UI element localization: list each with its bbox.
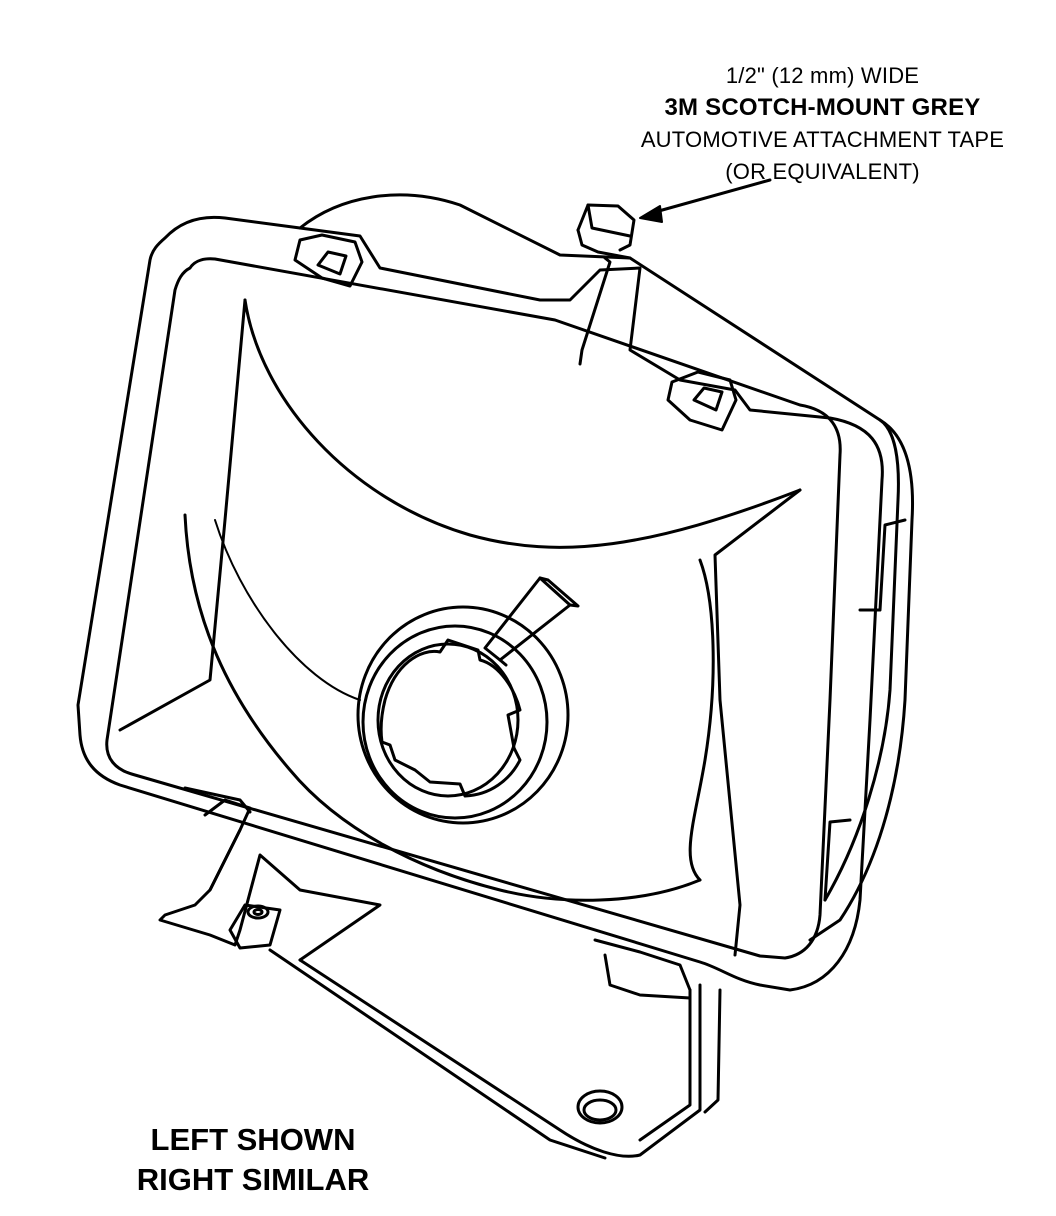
top-mount-tabs	[293, 233, 738, 432]
callout-description: AUTOMOTIVE ATTACHMENT TAPE	[640, 127, 1005, 152]
callout-product: 3M SCOTCH-MOUNT GREY	[664, 94, 981, 121]
callout-equivalent: (OR EQUIVALENT)	[725, 159, 920, 184]
bulb-retainer-ring	[356, 605, 570, 825]
callout-width: 1/2" (12 mm) WIDE	[725, 63, 920, 88]
tape-callout: 1/2" (12 mm) WIDE 3M SCOTCH-MOUNT GREY A…	[600, 60, 1045, 188]
callout-arrow	[639, 178, 772, 223]
bezel-frame	[76, 215, 884, 992]
note-left-shown: LEFT SHOWN	[150, 1122, 356, 1157]
tape-tab	[576, 203, 636, 366]
reflector-bowl	[118, 298, 802, 957]
side-note: LEFT SHOWN RIGHT SIMILAR	[118, 1120, 388, 1200]
note-right-similar: RIGHT SIMILAR	[136, 1162, 370, 1197]
bottom-bracket	[158, 786, 722, 1160]
adjuster-lever	[483, 576, 580, 667]
housing-rear-body	[298, 193, 914, 942]
